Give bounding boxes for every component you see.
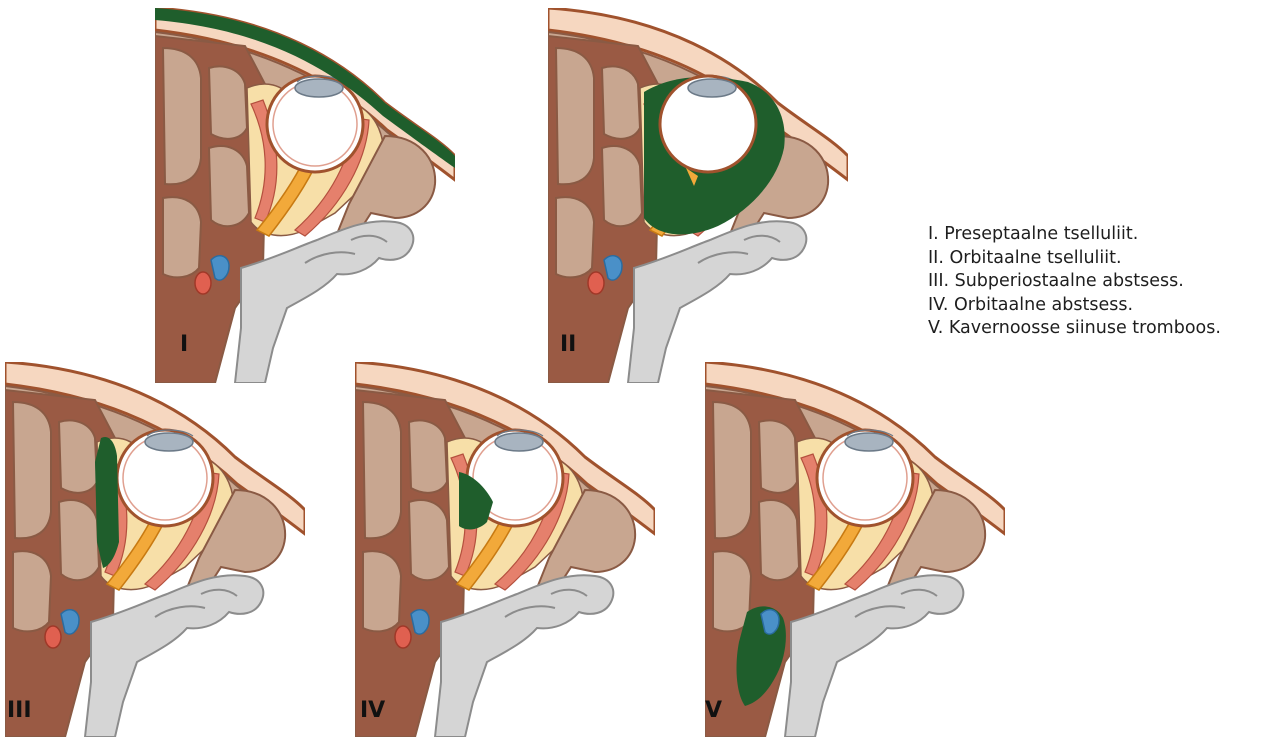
legend-item-1: I. Preseptaalne tselluliit. [928, 223, 1221, 247]
legend-item-4: IV. Orbitaalne abstsess. [928, 294, 1221, 318]
panel-label-5: V [705, 698, 722, 723]
diagram-panel-5: V [705, 362, 1005, 737]
orbit-cross-section-4 [355, 362, 655, 737]
orbit-cross-section-1 [155, 8, 455, 383]
orbit-cross-section-3 [5, 362, 305, 737]
diagram-panel-2: II [548, 8, 848, 383]
legend-item-2: II. Orbitaalne tselluliit. [928, 247, 1221, 271]
legend-item-3: III. Subperiostaalne abstsess. [928, 270, 1221, 294]
panel-label-1: I [180, 332, 188, 357]
orbit-cross-section-5 [705, 362, 1005, 737]
legend-item-5: V. Kavernoosse siinuse tromboos. [928, 317, 1221, 341]
orbit-cross-section-2 [548, 8, 848, 383]
legend: I. Preseptaalne tselluliit. II. Orbitaal… [928, 223, 1221, 341]
diagram-panel-4: IV [355, 362, 655, 737]
diagram-panel-1: I [155, 8, 455, 383]
panel-label-2: II [560, 332, 576, 357]
panel-label-3: III [7, 698, 32, 723]
diagram-panel-3: III [5, 362, 305, 737]
panel-label-4: IV [360, 698, 385, 723]
